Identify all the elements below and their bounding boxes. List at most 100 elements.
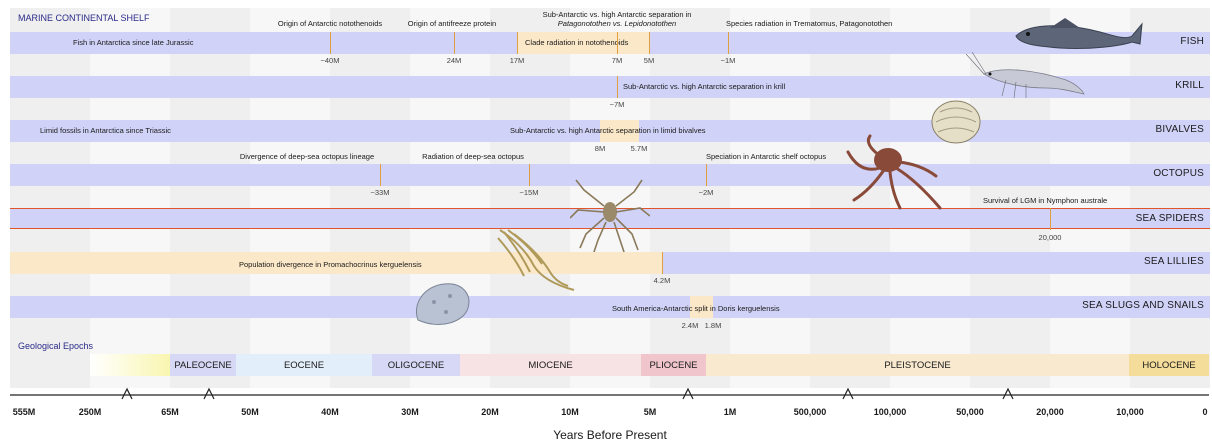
fish-tick-line	[617, 32, 618, 54]
sea-slugs-event-split: South America-Antarctic split in Doris k…	[612, 304, 780, 313]
octopus-event-speciation: Speciation in Antarctic shelf octopus	[706, 152, 826, 161]
epochs-title: Geological Epochs	[18, 341, 93, 351]
epoch-pliocene: PLIOCENE	[641, 354, 706, 376]
fish-tick-5m: 5M	[644, 56, 654, 65]
fish-event-separation-line1: Sub-Antarctic vs. high Antarctic separat…	[543, 10, 692, 19]
fish-tick-line	[454, 32, 455, 54]
axis-tick-5m: 5M	[644, 407, 657, 417]
axis-tick-50m: 50M	[241, 407, 259, 417]
band-sea-slugs: SEA SLUGS AND SNAILS	[10, 296, 1210, 318]
column-shade	[1130, 8, 1210, 388]
fish-tick-1m: ~1M	[721, 56, 736, 65]
sea-lillies-tick-4-2m: 4.2M	[654, 276, 671, 285]
octopus-event-radiation: Radiation of deep-sea octopus	[422, 152, 524, 161]
sea-spiders-tick-line	[1050, 208, 1051, 230]
sea-slug-illustration	[412, 280, 474, 330]
octopus-tick-2m: ~2M	[699, 188, 714, 197]
fish-event-clade-radiation: Clade radiation in notothenoids	[525, 38, 628, 47]
axis-tick-555m: 555M	[13, 407, 36, 417]
axis-tick-250m: 250M	[79, 407, 102, 417]
octopus-tick-line	[706, 164, 707, 186]
column-shade	[250, 8, 330, 388]
fish-tick-line	[649, 32, 650, 54]
epoch-paleocene: PALEOCENE	[170, 354, 236, 376]
fish-tick-40m: ~40M	[321, 56, 340, 65]
sea-spider-illustration	[570, 178, 650, 252]
column-shade	[650, 8, 730, 388]
axis-tick-100000: 100,000	[874, 407, 907, 417]
sea-lillies-event-divergence: Population divergence in Promachocrinus …	[239, 260, 422, 269]
epoch-oligocene: OLIGOCENE	[372, 354, 460, 376]
column-shade	[10, 8, 90, 388]
sea-spiders-tick-20000: 20,000	[1039, 233, 1062, 242]
band-label-bivalves: BIVALVES	[1156, 124, 1204, 135]
fish-tick-7m: 7M	[612, 56, 622, 65]
epoch-holocene: HOLOCENE	[1129, 354, 1209, 376]
fish-tick-line	[728, 32, 729, 54]
band-label-octopus: OCTOPUS	[1153, 168, 1204, 179]
band-label-sea-slugs: SEA SLUGS AND SNAILS	[1082, 300, 1204, 311]
axis-tick-20000: 20,000	[1036, 407, 1064, 417]
column-shade	[90, 8, 170, 388]
sea-spiders-event-lgm: Survival of LGM in Nymphon australe	[983, 196, 1107, 205]
axis-break	[683, 389, 693, 399]
fish-event-species-radiation: Species radiation in Trematomus, Patagon…	[726, 19, 892, 28]
fish-tick-line	[330, 32, 331, 54]
column-shade	[490, 8, 570, 388]
fish-tick-17m: 17M	[510, 56, 525, 65]
sea-lily-illustration	[494, 226, 580, 294]
bivalves-event-triassic: Limid fossils in Antarctica since Triass…	[40, 126, 171, 135]
fish-tick-line	[517, 32, 518, 54]
fish-event-separation-line2: Patagonotothen vs. Lepidonotothen	[558, 19, 676, 28]
krill-tick-7m: ~7M	[610, 100, 625, 109]
band-label-sea-spiders: SEA SPIDERS	[1136, 213, 1204, 224]
axis-tick-1m: 1M	[724, 407, 737, 417]
octopus-tick-33m: ~33M	[371, 188, 390, 197]
band-label-krill: KRILL	[1175, 80, 1204, 91]
axis-tick-20m: 20M	[481, 407, 499, 417]
band-label-sea-lillies: SEA LILLIES	[1144, 256, 1204, 267]
column-shade	[170, 8, 250, 388]
column-shade	[330, 8, 410, 388]
sea-slugs-tick-2-4m: 2.4M	[682, 321, 699, 330]
axis-break	[843, 389, 853, 399]
fish-event-jurassic: Fish in Antarctica since late Jurassic	[73, 38, 193, 47]
epoch-pre-paleocene	[90, 354, 170, 376]
axis-title: Years Before Present	[553, 428, 667, 442]
axis-tick-65m: 65M	[161, 407, 179, 417]
axis-tick-500000: 500,000	[794, 407, 827, 417]
bivalves-tick-5-7m: 5.7M	[631, 144, 648, 153]
octopus-event-divergence: Divergence of deep-sea octopus lineage	[240, 152, 374, 161]
octopus-tick-15m: ~15M	[520, 188, 539, 197]
bivalves-tick-8m: 8M	[595, 144, 605, 153]
krill-event-separation: Sub-Antarctic vs. high Antarctic separat…	[623, 82, 785, 91]
section-title: MARINE CONTINENTAL SHELF	[18, 13, 150, 23]
sea-lillies-tick-line	[662, 252, 663, 274]
axis-tick-10m: 10M	[561, 407, 579, 417]
octopus-illustration	[840, 134, 946, 212]
axis-tick-50000: 50,000	[956, 407, 984, 417]
epoch-eocene: EOCENE	[236, 354, 372, 376]
axis-breaks	[122, 389, 1013, 399]
fish-tick-24m: 24M	[447, 56, 462, 65]
octopus-tick-line	[380, 164, 381, 186]
bivalves-event-separation: Sub-Antarctic vs. high Antarctic separat…	[510, 126, 706, 135]
fish-event-antifreeze: Origin of antifreeze protein	[408, 19, 496, 28]
time-axis	[0, 378, 1212, 408]
epoch-pleistocene: PLEISTOCENE	[706, 354, 1129, 376]
epoch-miocene: MIOCENE	[460, 354, 641, 376]
krill-tick-line	[617, 76, 618, 98]
axis-tick-0: 0	[1202, 407, 1207, 417]
axis-tick-40m: 40M	[321, 407, 339, 417]
krill-illustration	[966, 52, 1088, 100]
axis-tick-30m: 30M	[401, 407, 419, 417]
sea-slugs-tick-1-8m: 1.8M	[705, 321, 722, 330]
fish-event-notothenoids: Origin of Antarctic notothenoids	[278, 19, 382, 28]
axis-break	[122, 389, 132, 399]
band-label-fish: FISH	[1180, 36, 1204, 47]
column-shade	[410, 8, 490, 388]
axis-tick-10000: 10,000	[1116, 407, 1144, 417]
axis-break	[204, 389, 214, 399]
axis-break	[1003, 389, 1013, 399]
